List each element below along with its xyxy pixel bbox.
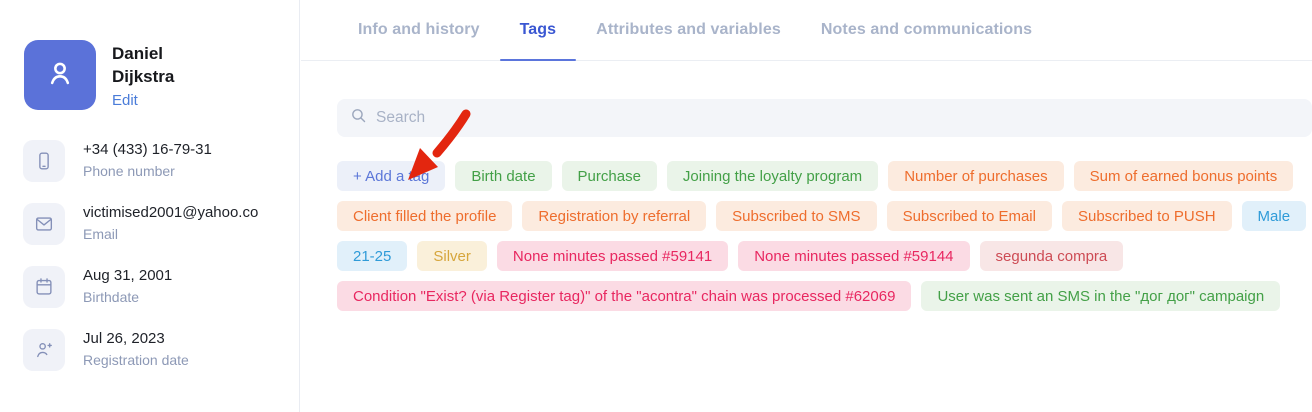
info-label: Birthdate — [83, 289, 140, 305]
avatar — [24, 40, 96, 110]
tab-notes-and-communications[interactable]: Notes and communications — [820, 21, 1033, 38]
tag-chip[interactable]: Purchase — [561, 161, 657, 191]
calendar-icon — [23, 266, 65, 308]
info-label: Email — [83, 226, 119, 242]
edit-profile-link[interactable]: Edit — [112, 92, 138, 109]
main-panel: Info and history Tags Attributes and varia… — [301, 0, 1312, 412]
tag-chip[interactable]: Subscribed to PUSH — [1061, 201, 1232, 231]
tab-tags[interactable]: Tags — [499, 0, 577, 61]
tab-attributes-and-variables[interactable]: Attributes and variables — [596, 21, 781, 38]
tag-chip[interactable]: Birth date — [455, 161, 552, 191]
tab-bar: Info and history Tags Attributes and varia… — [301, 0, 1312, 61]
tag-chip[interactable]: None minutes passed #59141 — [496, 241, 729, 271]
tag-row: + Add a tag Birth date Purchase Joining the… — [337, 161, 1312, 191]
tag-chip[interactable]: segunda compra — [979, 241, 1124, 271]
tag-chip[interactable]: Subscribed to Email — [886, 201, 1052, 231]
tag-list: + Add a tag Birth date Purchase Joining the… — [337, 161, 1312, 311]
info-label: Phone number — [83, 163, 175, 179]
tag-chip[interactable]: Subscribed to SMS — [716, 201, 877, 231]
info-value: Aug 31, 2001 — [83, 267, 173, 284]
info-label: Registration date — [83, 352, 189, 368]
tag-chip[interactable]: Sum of earned bonus points — [1073, 161, 1294, 191]
tag-row: Condition "Exist? (via Register tag)" of… — [337, 281, 1312, 311]
tag-chip[interactable]: Number of purchases — [888, 161, 1064, 191]
tag-chip[interactable]: Silver — [417, 241, 487, 271]
tag-row: Client filled the profile Registration by… — [337, 201, 1312, 231]
tag-chip[interactable]: Client filled the profile — [337, 201, 513, 231]
email-icon — [23, 203, 65, 245]
tag-chip[interactable]: User was sent an SMS in the "дог дог" ca… — [921, 281, 1281, 311]
info-value: victimised2001@yahoo.co — [83, 204, 259, 221]
tag-chip[interactable]: 21-25 — [337, 241, 408, 271]
add-tag-button[interactable]: + Add a tag — [337, 161, 446, 191]
person-icon — [42, 55, 78, 96]
search-bar[interactable] — [337, 99, 1312, 137]
phone-icon — [23, 140, 65, 182]
tag-chip[interactable]: Registration by referral — [522, 201, 707, 231]
search-icon — [350, 107, 367, 129]
tag-chip[interactable]: Joining the loyalty program — [666, 161, 879, 191]
tag-chip[interactable]: None minutes passed #59144 — [738, 241, 970, 271]
tab-info-and-history[interactable]: Info and history — [358, 21, 480, 38]
profile-header: Daniel Dijkstra Edit — [0, 0, 299, 110]
person-add-icon — [23, 329, 65, 371]
info-value: +34 (433) 16-79-31 — [83, 141, 212, 158]
tag-row: 21-25 Silver None minutes passed #59141 Non… — [337, 241, 1312, 271]
info-value: Jul 26, 2023 — [83, 330, 165, 347]
tag-chip[interactable]: Condition "Exist? (via Register tag)" of… — [337, 281, 912, 311]
customer-name: Daniel Dijkstra — [112, 44, 175, 86]
search-input[interactable] — [376, 109, 1299, 127]
tag-chip[interactable]: Male — [1241, 201, 1307, 231]
